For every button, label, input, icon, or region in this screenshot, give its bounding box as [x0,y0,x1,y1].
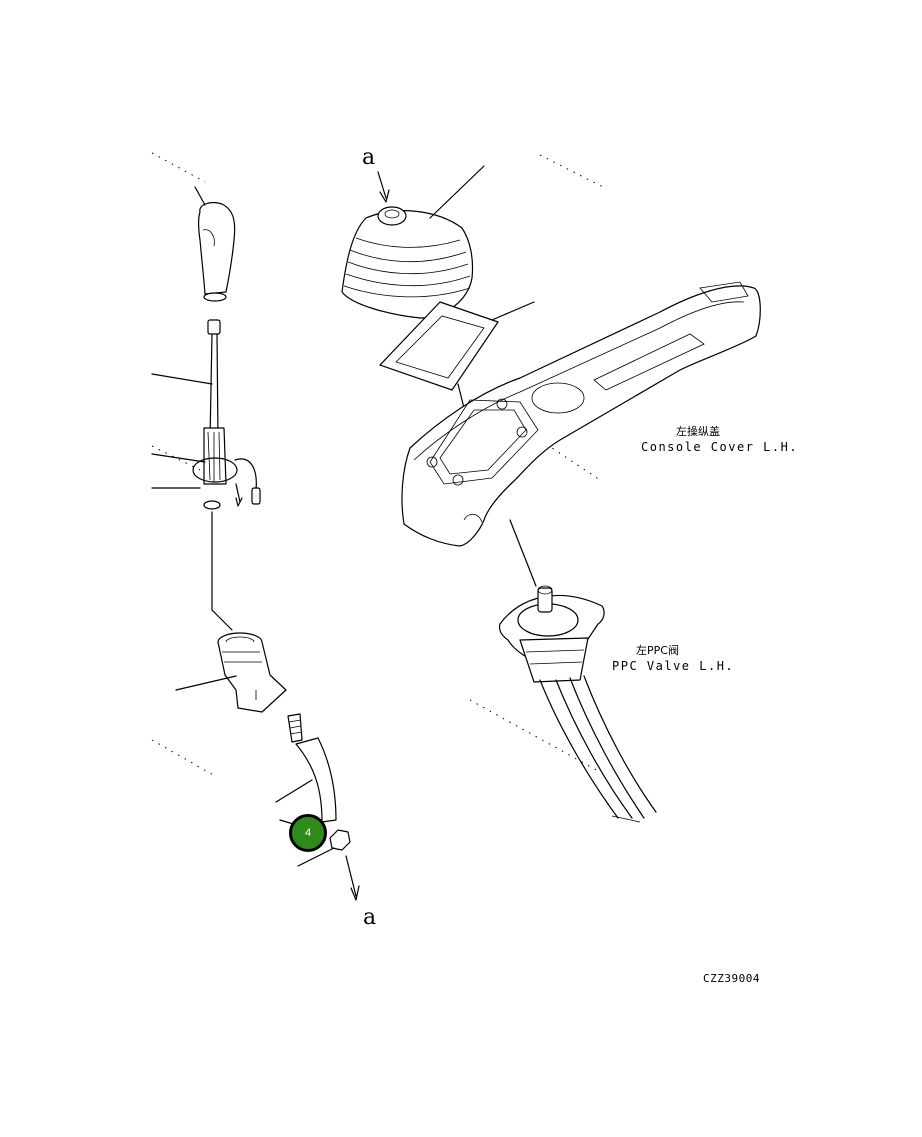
leader-wire [211,511,233,631]
nut-part [297,829,360,901]
lever-knob-part [194,186,236,302]
part-number-text: 4 [304,827,312,839]
ppc-valve-en-label: PPC Valve L.H. [612,659,735,673]
lever-rod-part [151,319,261,510]
stud-part [275,713,337,823]
console-cover-cn-label: 左操纵盖 [676,425,720,438]
part-number-callout[interactable]: 4 [289,814,327,852]
reference-label-top: a [362,145,376,170]
bellows-boot-part [341,165,485,319]
console-cover-en-label: Console Cover L.H. [641,440,799,454]
lower-boot-part [175,632,287,713]
ppc-valve-cn-label: 左PPC阀 [636,644,679,657]
drawing-code: CZZ39004 [703,972,760,985]
dotted-guide-lines [151,152,606,777]
console-cover-part [401,281,761,587]
reference-label-bottom: a [363,905,377,930]
ppc-valve-part [498,585,657,823]
top-reference-arrow [377,171,390,203]
